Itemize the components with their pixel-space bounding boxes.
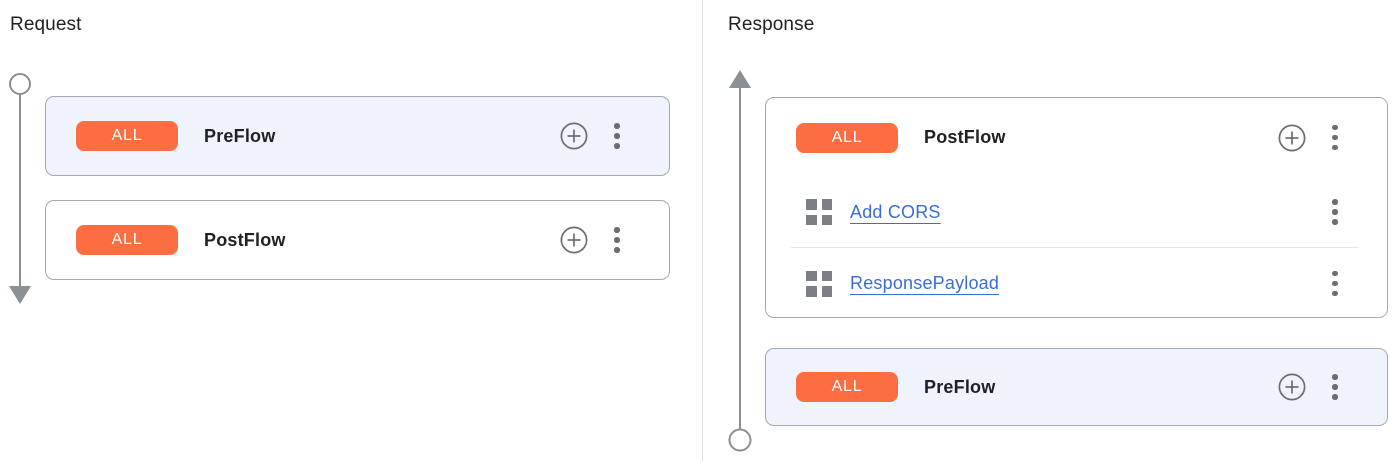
- request-timeline: [9, 73, 31, 304]
- flow-name: PostFlow: [204, 229, 286, 250]
- kebab-icon: [1332, 270, 1338, 277]
- flow-card-response-postflow[interactable]: ALL PostFlow: [765, 97, 1388, 318]
- timeline-end-circle: [728, 428, 752, 452]
- plus-circle-icon: [1278, 124, 1306, 151]
- more-options-button[interactable]: [611, 224, 623, 256]
- arrow-down-icon: [9, 286, 31, 304]
- add-policy-button[interactable]: [1277, 372, 1307, 402]
- condition-badge: ALL: [796, 372, 898, 402]
- plus-circle-icon: [1278, 373, 1306, 401]
- request-panel-title: Request: [10, 14, 82, 35]
- flow-header-row: ALL PreFlow: [766, 349, 1387, 425]
- response-panel-title: Response: [728, 14, 815, 35]
- flow-header-row: ALL PreFlow: [46, 97, 669, 175]
- more-options-button[interactable]: [611, 120, 623, 152]
- flow-header-row: ALL PostFlow: [46, 201, 669, 279]
- policy-row: ResponsePayload: [766, 248, 1387, 319]
- policy-row-divider: [791, 247, 1359, 248]
- policy-drag-handle[interactable]: [806, 199, 832, 225]
- flow-card-response-preflow[interactable]: ALL PreFlow: [765, 348, 1388, 426]
- flow-name: PreFlow: [204, 125, 276, 146]
- panel-divider: [702, 0, 703, 461]
- flow-header-row: ALL PostFlow: [766, 98, 1387, 177]
- kebab-icon: [1332, 124, 1338, 131]
- plus-circle-icon: [560, 226, 588, 254]
- add-policy-button[interactable]: [559, 225, 589, 255]
- policy-row: Add CORS: [766, 177, 1387, 247]
- kebab-icon: [1332, 199, 1338, 205]
- flow-card-request-postflow[interactable]: ALL PostFlow: [45, 200, 670, 280]
- plus-circle-icon: [560, 122, 588, 150]
- kebab-icon: [1332, 374, 1338, 380]
- add-policy-button[interactable]: [1277, 123, 1307, 153]
- arrow-up-icon: [729, 70, 751, 88]
- flow-name: PostFlow: [924, 127, 1006, 147]
- response-timeline: [728, 70, 752, 452]
- policy-link-response-payload[interactable]: ResponsePayload: [850, 273, 1000, 293]
- condition-badge: ALL: [76, 225, 178, 255]
- flow-name: PreFlow: [924, 376, 996, 397]
- kebab-icon: [614, 227, 620, 233]
- timeline-start-circle: [9, 73, 31, 95]
- condition-badge: ALL: [76, 121, 178, 151]
- more-options-button[interactable]: [1329, 268, 1341, 300]
- add-policy-button[interactable]: [559, 121, 589, 151]
- policy-drag-handle[interactable]: [806, 270, 832, 297]
- more-options-button[interactable]: [1329, 196, 1341, 228]
- more-options-button[interactable]: [1329, 371, 1341, 403]
- flow-card-request-preflow[interactable]: ALL PreFlow: [45, 96, 670, 176]
- condition-badge: ALL: [796, 122, 898, 153]
- kebab-icon: [614, 123, 620, 129]
- more-options-button[interactable]: [1329, 122, 1341, 154]
- policy-link-add-cors[interactable]: Add CORS: [850, 201, 941, 222]
